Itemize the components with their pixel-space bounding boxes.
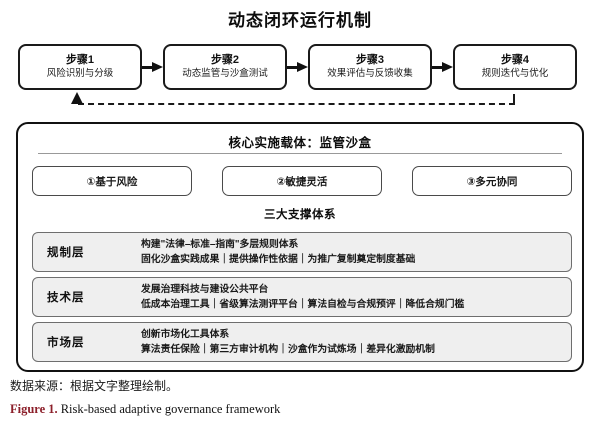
figure-caption-text: Risk-based adaptive governance framework	[60, 402, 281, 416]
page-title: 动态闭环运行机制	[228, 11, 372, 30]
layer-row-technical[interactable]: 技术层 发展治理科技与建设公共平台 低成本治理工具｜省级算法测评平台｜算法自检与…	[32, 277, 572, 317]
layer-technical-line-1: 发展治理科技与建设公共平台	[141, 283, 269, 295]
layer-regulatory-line-2: 固化沙盒实践成果｜提供操作性依据｜为推广复制奠定制度基础	[141, 253, 416, 265]
dashed-feedback-arrow-icon	[0, 86, 600, 112]
layer-market-line-1: 创新市场化工具体系	[141, 328, 230, 340]
pillars-heading: 三大支撑体系	[264, 209, 336, 221]
principles-row: ①基于风险 ②敏捷灵活 ③多元协同	[32, 166, 572, 196]
arrow-right-icon-2	[287, 62, 309, 73]
principle-box-1[interactable]: ①基于风险	[32, 166, 192, 196]
arrow-right-icon-1	[142, 62, 164, 73]
arrow-right-icon-3	[432, 62, 454, 73]
layer-label-regulatory: 规制层	[47, 247, 85, 259]
process-steps-row: 步骤1 风险识别与分级 步骤2 动态监管与沙盒测试 步骤3 效果评估与反馈收集 …	[0, 44, 600, 92]
layer-regulatory-line-1: 构建"法律–标准–指南"多层规则体系	[141, 238, 299, 250]
feedback-riser-segment	[513, 94, 515, 104]
core-panel-heading: 核心实施载体：监管沙盒	[228, 136, 372, 150]
step-1-description: 风险识别与分级	[46, 67, 114, 79]
layer-content-regulatory: 构建"法律–标准–指南"多层规则体系 固化沙盒实践成果｜提供操作性依据｜为推广复…	[141, 233, 561, 271]
feedback-horizontal-segment	[78, 103, 515, 105]
layer-label-technical: 技术层	[47, 292, 85, 304]
layer-row-market[interactable]: 市场层 创新市场化工具体系 算法责任保险｜第三方审计机构｜沙盒作为试炼场｜差异化…	[32, 322, 572, 362]
step-box-1[interactable]: 步骤1 风险识别与分级	[18, 44, 142, 90]
step-3-title: 步骤3	[355, 54, 385, 67]
layer-technical-line-2: 低成本治理工具｜省级算法测评平台｜算法自检与合规预评｜降低合规门槛	[141, 298, 465, 310]
layer-market-line-2: 算法责任保险｜第三方审计机构｜沙盒作为试炼场｜差异化激励机制	[141, 343, 435, 355]
layer-label-market: 市场层	[47, 337, 85, 349]
step-box-2[interactable]: 步骤2 动态监管与沙盒测试	[163, 44, 287, 90]
layer-content-technical: 发展治理科技与建设公共平台 低成本治理工具｜省级算法测评平台｜算法自检与合规预评…	[141, 278, 561, 316]
core-implementation-panel: 核心实施载体：监管沙盒 ①基于风险 ②敏捷灵活 ③多元协同 三大支撑体系 规制层…	[16, 122, 584, 372]
step-4-description: 规则迭代与优化	[481, 67, 549, 79]
support-layers-list: 规制层 构建"法律–标准–指南"多层规则体系 固化沙盒实践成果｜提供操作性依据｜…	[32, 232, 572, 367]
layer-row-regulatory[interactable]: 规制层 构建"法律–标准–指南"多层规则体系 固化沙盒实践成果｜提供操作性依据｜…	[32, 232, 572, 272]
principle-box-2[interactable]: ②敏捷灵活	[222, 166, 382, 196]
layer-content-market: 创新市场化工具体系 算法责任保险｜第三方审计机构｜沙盒作为试炼场｜差异化激励机制	[141, 323, 561, 361]
core-divider	[38, 153, 562, 154]
step-box-3[interactable]: 步骤3 效果评估与反馈收集	[308, 44, 432, 90]
source-note: 数据来源：根据文字整理绘制。	[10, 379, 179, 393]
step-2-title: 步骤2	[210, 54, 240, 67]
figure-caption-label: Figure 1.	[10, 402, 58, 416]
step-box-4[interactable]: 步骤4 规则迭代与优化	[453, 44, 577, 90]
feedback-arrowhead-icon	[71, 92, 83, 104]
step-4-title: 步骤4	[500, 54, 530, 67]
step-1-title: 步骤1	[65, 54, 95, 67]
step-3-description: 效果评估与反馈收集	[327, 67, 413, 79]
principle-box-3[interactable]: ③多元协同	[412, 166, 572, 196]
step-2-description: 动态监管与沙盒测试	[182, 67, 268, 79]
figure-caption: Figure 1.Risk-based adaptive governance …	[10, 402, 280, 417]
